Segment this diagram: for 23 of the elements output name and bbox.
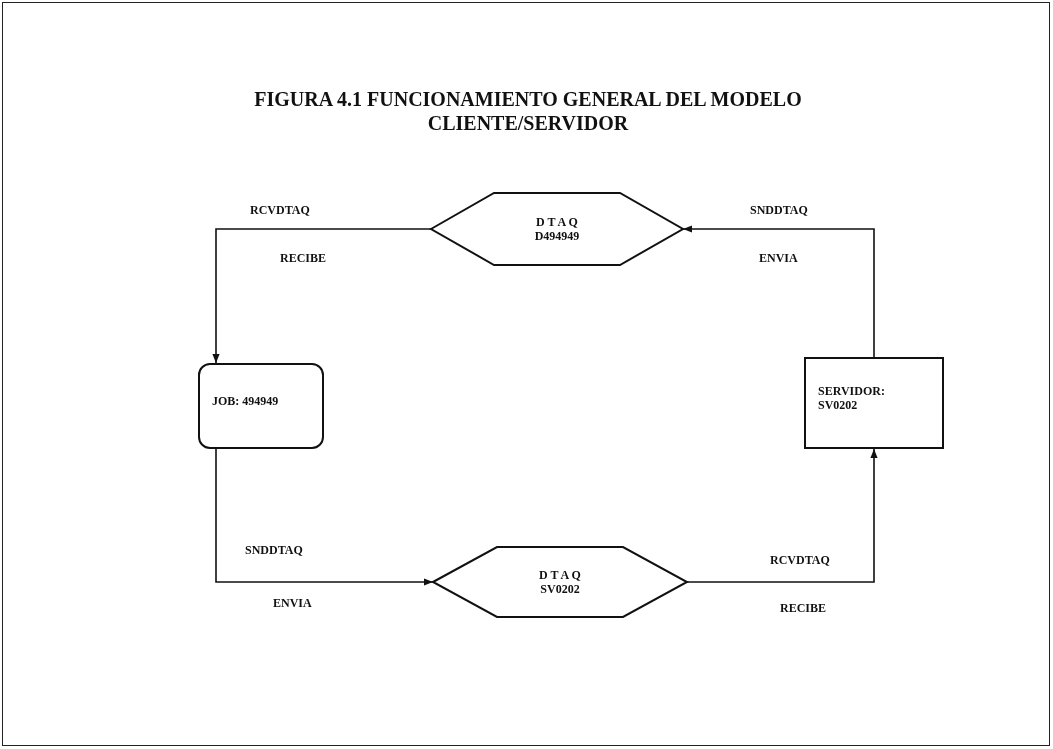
node-text: D494949 <box>534 229 580 243</box>
figure-title: FIGURA 4.1 FUNCIONAMIENTO GENERAL DEL MODELO CLIENTE/SERVIDOR <box>253 87 803 135</box>
action-label: ENVIA <box>271 596 314 610</box>
node-text: D T A Q <box>539 568 581 582</box>
node-text: D T A Q <box>536 215 578 229</box>
node-text: SV0202 <box>540 582 580 596</box>
node-text: JOB: 494949 <box>212 394 279 408</box>
queue-hexagon <box>433 547 687 617</box>
connector-arrow <box>212 228 432 364</box>
connector-arrow <box>215 448 434 586</box>
connector-arrow <box>682 225 875 358</box>
edge-label: SNDDTAQ <box>243 543 305 557</box>
queue-hexagon <box>431 193 683 265</box>
process-box <box>804 357 944 449</box>
action-label: RECIBE <box>278 251 328 265</box>
edge-label: SNDDTAQ <box>748 203 810 217</box>
action-label: RECIBE <box>778 601 828 615</box>
connector-arrow <box>686 448 878 583</box>
node-text: SERVIDOR: SV0202 <box>818 384 886 412</box>
edge-label: RCVDTAQ <box>248 203 312 217</box>
process-box <box>198 363 324 449</box>
edge-label: RCVDTAQ <box>768 553 832 567</box>
action-label: ENVIA <box>757 251 800 265</box>
